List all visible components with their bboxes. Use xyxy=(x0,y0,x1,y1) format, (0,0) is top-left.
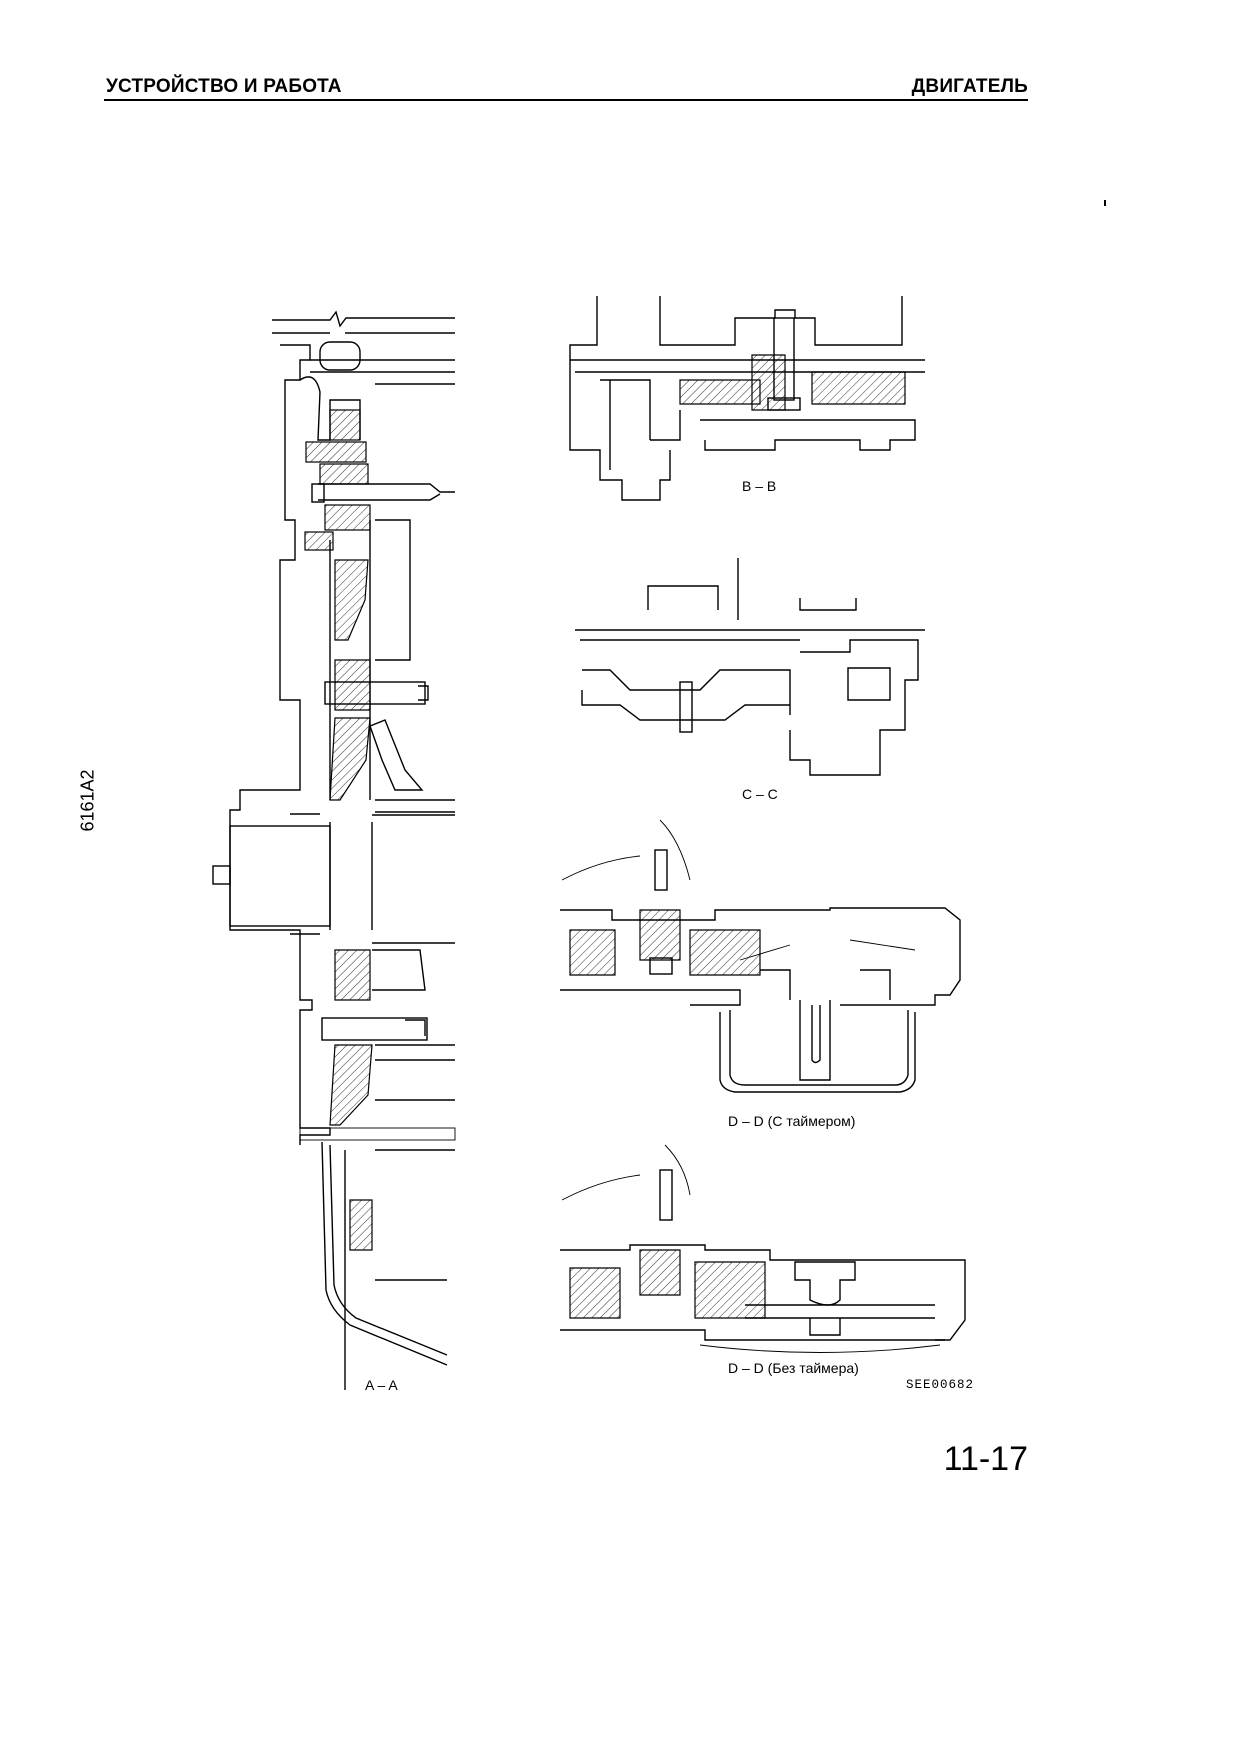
section-cc-drawing xyxy=(575,558,925,776)
section-bb-drawing xyxy=(569,296,925,501)
section-title: УСТРОЙСТВО И РАБОТА xyxy=(106,76,342,97)
caption-section-cc: C – C xyxy=(742,786,778,802)
section-dd-no-timer-drawing xyxy=(560,1144,966,1353)
page-number: 11-17 xyxy=(943,1440,1028,1478)
section-dd-timer-drawing xyxy=(560,819,961,1093)
margin-tick xyxy=(1104,200,1106,206)
header-rule xyxy=(104,99,1028,101)
engine-section-drawing xyxy=(212,296,966,1390)
caption-section-dd-no-timer: D – D (Без таймера) xyxy=(728,1360,859,1376)
drawing-code: SEE00682 xyxy=(906,1378,975,1392)
caption-section-dd-timer: D – D (С таймером) xyxy=(728,1113,856,1129)
section-aa-drawing xyxy=(212,310,456,1390)
chapter-title: ДВИГАТЕЛЬ xyxy=(911,76,1028,97)
caption-section-aa: A – A xyxy=(365,1377,398,1393)
caption-section-bb: B – B xyxy=(742,478,777,494)
